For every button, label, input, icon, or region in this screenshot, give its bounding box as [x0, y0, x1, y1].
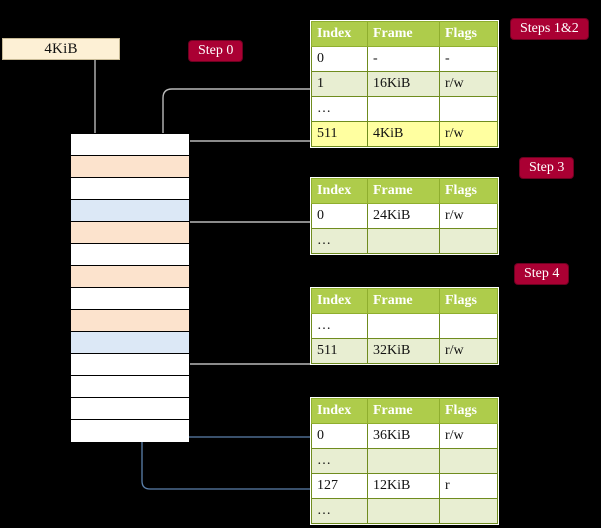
table-row: … — [311, 498, 498, 524]
memory-frame-row — [71, 398, 189, 420]
flags-cell — [439, 448, 498, 474]
flags-cell: r/w — [439, 121, 498, 147]
index-cell: 0 — [311, 46, 368, 72]
badge-step-0-label: Step 0 — [198, 43, 234, 58]
index-cell: … — [311, 228, 368, 254]
table-row: 0-- — [311, 46, 498, 72]
column-header-index: Index — [311, 178, 368, 204]
memory-frame-row — [71, 222, 189, 244]
memory-frame-row — [71, 266, 189, 288]
frame-cell — [367, 498, 440, 524]
memory-frame-row — [71, 178, 189, 200]
column-header-index: Index — [311, 398, 368, 424]
memory-frame-row — [71, 200, 189, 222]
index-cell: 1 — [311, 71, 368, 97]
flags-cell: r/w — [439, 203, 498, 229]
physical-memory-column — [70, 133, 190, 442]
frame-cell — [367, 96, 440, 122]
badge-steps-1-2: Steps 1&2 — [511, 19, 588, 39]
table-row: … — [311, 228, 498, 254]
frame-cell: - — [367, 46, 440, 72]
index-cell: … — [311, 313, 368, 339]
flags-cell — [439, 313, 498, 339]
index-cell: … — [311, 96, 368, 122]
flags-cell: r — [439, 473, 498, 499]
badge-step-0: Step 0 — [189, 41, 243, 61]
memory-frame-row — [71, 244, 189, 266]
index-cell: 127 — [311, 473, 368, 499]
memory-frame-row — [71, 354, 189, 376]
index-cell: … — [311, 448, 368, 474]
column-header-frame: Frame — [367, 288, 440, 314]
flags-cell: r/w — [439, 423, 498, 449]
memory-frame-row — [71, 288, 189, 310]
frame-cell — [367, 313, 440, 339]
column-header-frame: Frame — [367, 21, 440, 47]
column-header-flags: Flags — [439, 21, 498, 47]
frame-cell — [367, 448, 440, 474]
source-frame-box: 4KiB — [2, 38, 120, 60]
badge-step-3: Step 3 — [520, 158, 574, 178]
frame-cell: 4KiB — [367, 121, 440, 147]
frame-cell: 32KiB — [367, 338, 440, 364]
badge-step-3-label: Step 3 — [529, 160, 565, 175]
frame-cell: 12KiB — [367, 473, 440, 499]
wire-step3 — [173, 221, 312, 295]
flags-cell: r/w — [439, 71, 498, 97]
index-cell: 511 — [311, 121, 368, 147]
memory-frame-row — [71, 332, 189, 354]
memory-frame-row — [71, 310, 189, 332]
wire-steps12-b — [167, 140, 312, 251]
frame-cell: 24KiB — [367, 203, 440, 229]
column-header-flags: Flags — [439, 178, 498, 204]
flags-cell — [439, 228, 498, 254]
badge-steps-1-2-label: Steps 1&2 — [520, 21, 579, 36]
index-cell: 0 — [311, 423, 368, 449]
memory-frame-row — [71, 376, 189, 398]
table-row: … — [311, 96, 498, 122]
flags-cell: r/w — [439, 338, 498, 364]
column-header-frame: Frame — [367, 398, 440, 424]
column-header-flags: Flags — [439, 398, 498, 424]
column-header-frame: Frame — [367, 178, 440, 204]
index-cell: 0 — [311, 203, 368, 229]
badge-step-4: Step 4 — [515, 264, 569, 284]
memory-frame-row — [71, 156, 189, 178]
frame-cell — [367, 228, 440, 254]
frame-cell: 16KiB — [367, 71, 440, 97]
flags-cell: - — [439, 46, 498, 72]
badge-step-4-label: Step 4 — [524, 266, 560, 281]
index-cell: … — [311, 498, 368, 524]
frame-cell: 36KiB — [367, 423, 440, 449]
table-row: … — [311, 313, 498, 339]
column-header-index: Index — [311, 288, 368, 314]
flags-cell — [439, 498, 498, 524]
column-header-flags: Flags — [439, 288, 498, 314]
column-header-index: Index — [311, 21, 368, 47]
source-frame-label: 4KiB — [44, 40, 78, 57]
memory-frame-row — [71, 134, 189, 156]
index-cell: 511 — [311, 338, 368, 364]
wire-step4 — [173, 313, 312, 365]
table-row: … — [311, 448, 498, 474]
flags-cell — [439, 96, 498, 122]
memory-frame-row — [71, 420, 189, 442]
